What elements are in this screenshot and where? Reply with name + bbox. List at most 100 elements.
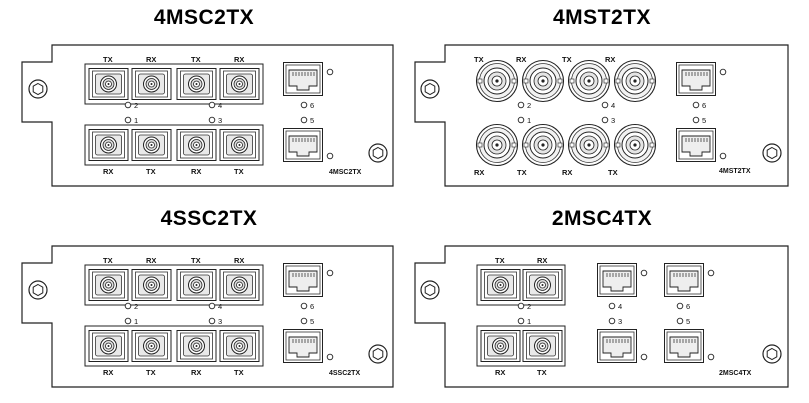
port-number: 2 xyxy=(527,302,531,311)
title-4ssc2tx: 4SSC2TX xyxy=(160,207,258,230)
port-label: RX xyxy=(191,167,201,176)
led-icon xyxy=(676,302,684,310)
st-port-icon xyxy=(567,59,611,103)
port-number: 5 xyxy=(310,317,314,326)
rj45-port-icon xyxy=(676,128,716,162)
led-icon xyxy=(517,302,525,310)
led-icon xyxy=(124,317,132,325)
port-number: 3 xyxy=(611,116,615,125)
port-label: RX xyxy=(103,167,113,176)
sc-port-icon xyxy=(88,330,129,362)
led-icon xyxy=(608,302,616,310)
screw-icon xyxy=(762,143,782,163)
port-label: RX xyxy=(537,256,547,265)
sc-port-icon xyxy=(131,269,172,301)
model-label: 4SSC2TX xyxy=(329,370,360,377)
port-label: TX xyxy=(234,167,244,176)
port-number: 1 xyxy=(527,317,531,326)
port-number: 1 xyxy=(527,116,531,125)
st-port-icon xyxy=(521,123,565,167)
port-label: TX xyxy=(191,55,201,64)
led-icon xyxy=(517,317,525,325)
port-number: 4 xyxy=(611,101,615,110)
port-number: 2 xyxy=(527,101,531,110)
led-icon xyxy=(326,68,334,76)
port-number: 2 xyxy=(134,302,138,311)
port-number: 2 xyxy=(134,101,138,110)
port-label: TX xyxy=(562,55,572,64)
title-4msc2tx: 4MSC2TX xyxy=(153,6,255,29)
port-label: RX xyxy=(495,368,505,377)
port-number: 3 xyxy=(218,317,222,326)
sc-port-icon xyxy=(219,330,260,362)
screw-icon xyxy=(368,143,388,163)
sc-port-icon xyxy=(131,129,172,161)
sc-port-icon xyxy=(131,330,172,362)
rj45-port-icon xyxy=(283,329,323,363)
led-icon xyxy=(517,101,525,109)
rj45-port-icon xyxy=(283,263,323,297)
sc-port-icon xyxy=(176,129,217,161)
led-icon xyxy=(300,116,308,124)
screw-icon xyxy=(28,79,48,99)
port-number: 5 xyxy=(686,317,690,326)
rj45-port-icon xyxy=(283,128,323,162)
led-icon xyxy=(676,317,684,325)
st-port-icon xyxy=(475,123,519,167)
led-icon xyxy=(640,353,648,361)
port-label: TX xyxy=(474,55,484,64)
port-label: RX xyxy=(234,55,244,64)
title-2msc4tx: 2MSC4TX xyxy=(551,207,653,230)
led-icon xyxy=(124,116,132,124)
sc-port-icon xyxy=(522,269,563,301)
port-label: TX xyxy=(537,368,547,377)
st-port-icon xyxy=(613,123,657,167)
led-icon xyxy=(707,353,715,361)
led-icon xyxy=(517,116,525,124)
sc-port-icon xyxy=(522,330,563,362)
port-number: 5 xyxy=(310,116,314,125)
port-label: RX xyxy=(146,256,156,265)
port-label: TX xyxy=(146,167,156,176)
sc-port-icon xyxy=(219,269,260,301)
port-number: 1 xyxy=(134,317,138,326)
led-icon xyxy=(208,116,216,124)
led-icon xyxy=(601,116,609,124)
led-icon xyxy=(692,101,700,109)
port-label: RX xyxy=(146,55,156,64)
port-label: RX xyxy=(605,55,615,64)
sc-port-icon xyxy=(480,269,521,301)
led-icon xyxy=(124,101,132,109)
led-icon xyxy=(719,68,727,76)
st-port-icon xyxy=(613,59,657,103)
port-number: 6 xyxy=(702,101,706,110)
led-icon xyxy=(326,269,334,277)
rj45-port-icon xyxy=(597,329,637,363)
led-icon xyxy=(300,101,308,109)
card-4ssc2tx: TX RX TX RX RX TX RX TX 2 4 1 3 6 5 4SSC… xyxy=(21,245,394,388)
screw-icon xyxy=(420,79,440,99)
led-icon xyxy=(719,152,727,160)
led-icon xyxy=(208,317,216,325)
port-number: 4 xyxy=(218,302,222,311)
led-icon xyxy=(608,317,616,325)
led-icon xyxy=(208,101,216,109)
sc-port-icon xyxy=(176,330,217,362)
sc-port-icon xyxy=(88,269,129,301)
port-number: 5 xyxy=(702,116,706,125)
led-icon xyxy=(692,116,700,124)
led-icon xyxy=(707,269,715,277)
led-icon xyxy=(208,302,216,310)
title-4mst2tx: 4MST2TX xyxy=(552,6,652,29)
sc-port-icon xyxy=(88,129,129,161)
st-port-icon xyxy=(475,59,519,103)
sc-port-icon xyxy=(176,68,217,100)
sc-port-icon xyxy=(176,269,217,301)
led-icon xyxy=(326,353,334,361)
rj45-port-icon xyxy=(676,62,716,96)
card-2msc4tx: TX RX RX TX 2 1 4 3 6 5 2MSC4TX xyxy=(414,245,789,388)
port-number: 6 xyxy=(686,302,690,311)
rj45-port-icon xyxy=(664,263,704,297)
card-4mst2tx: TX RX TX RX RX TX RX TX 2 4 1 3 6 5 4MST… xyxy=(414,44,789,187)
